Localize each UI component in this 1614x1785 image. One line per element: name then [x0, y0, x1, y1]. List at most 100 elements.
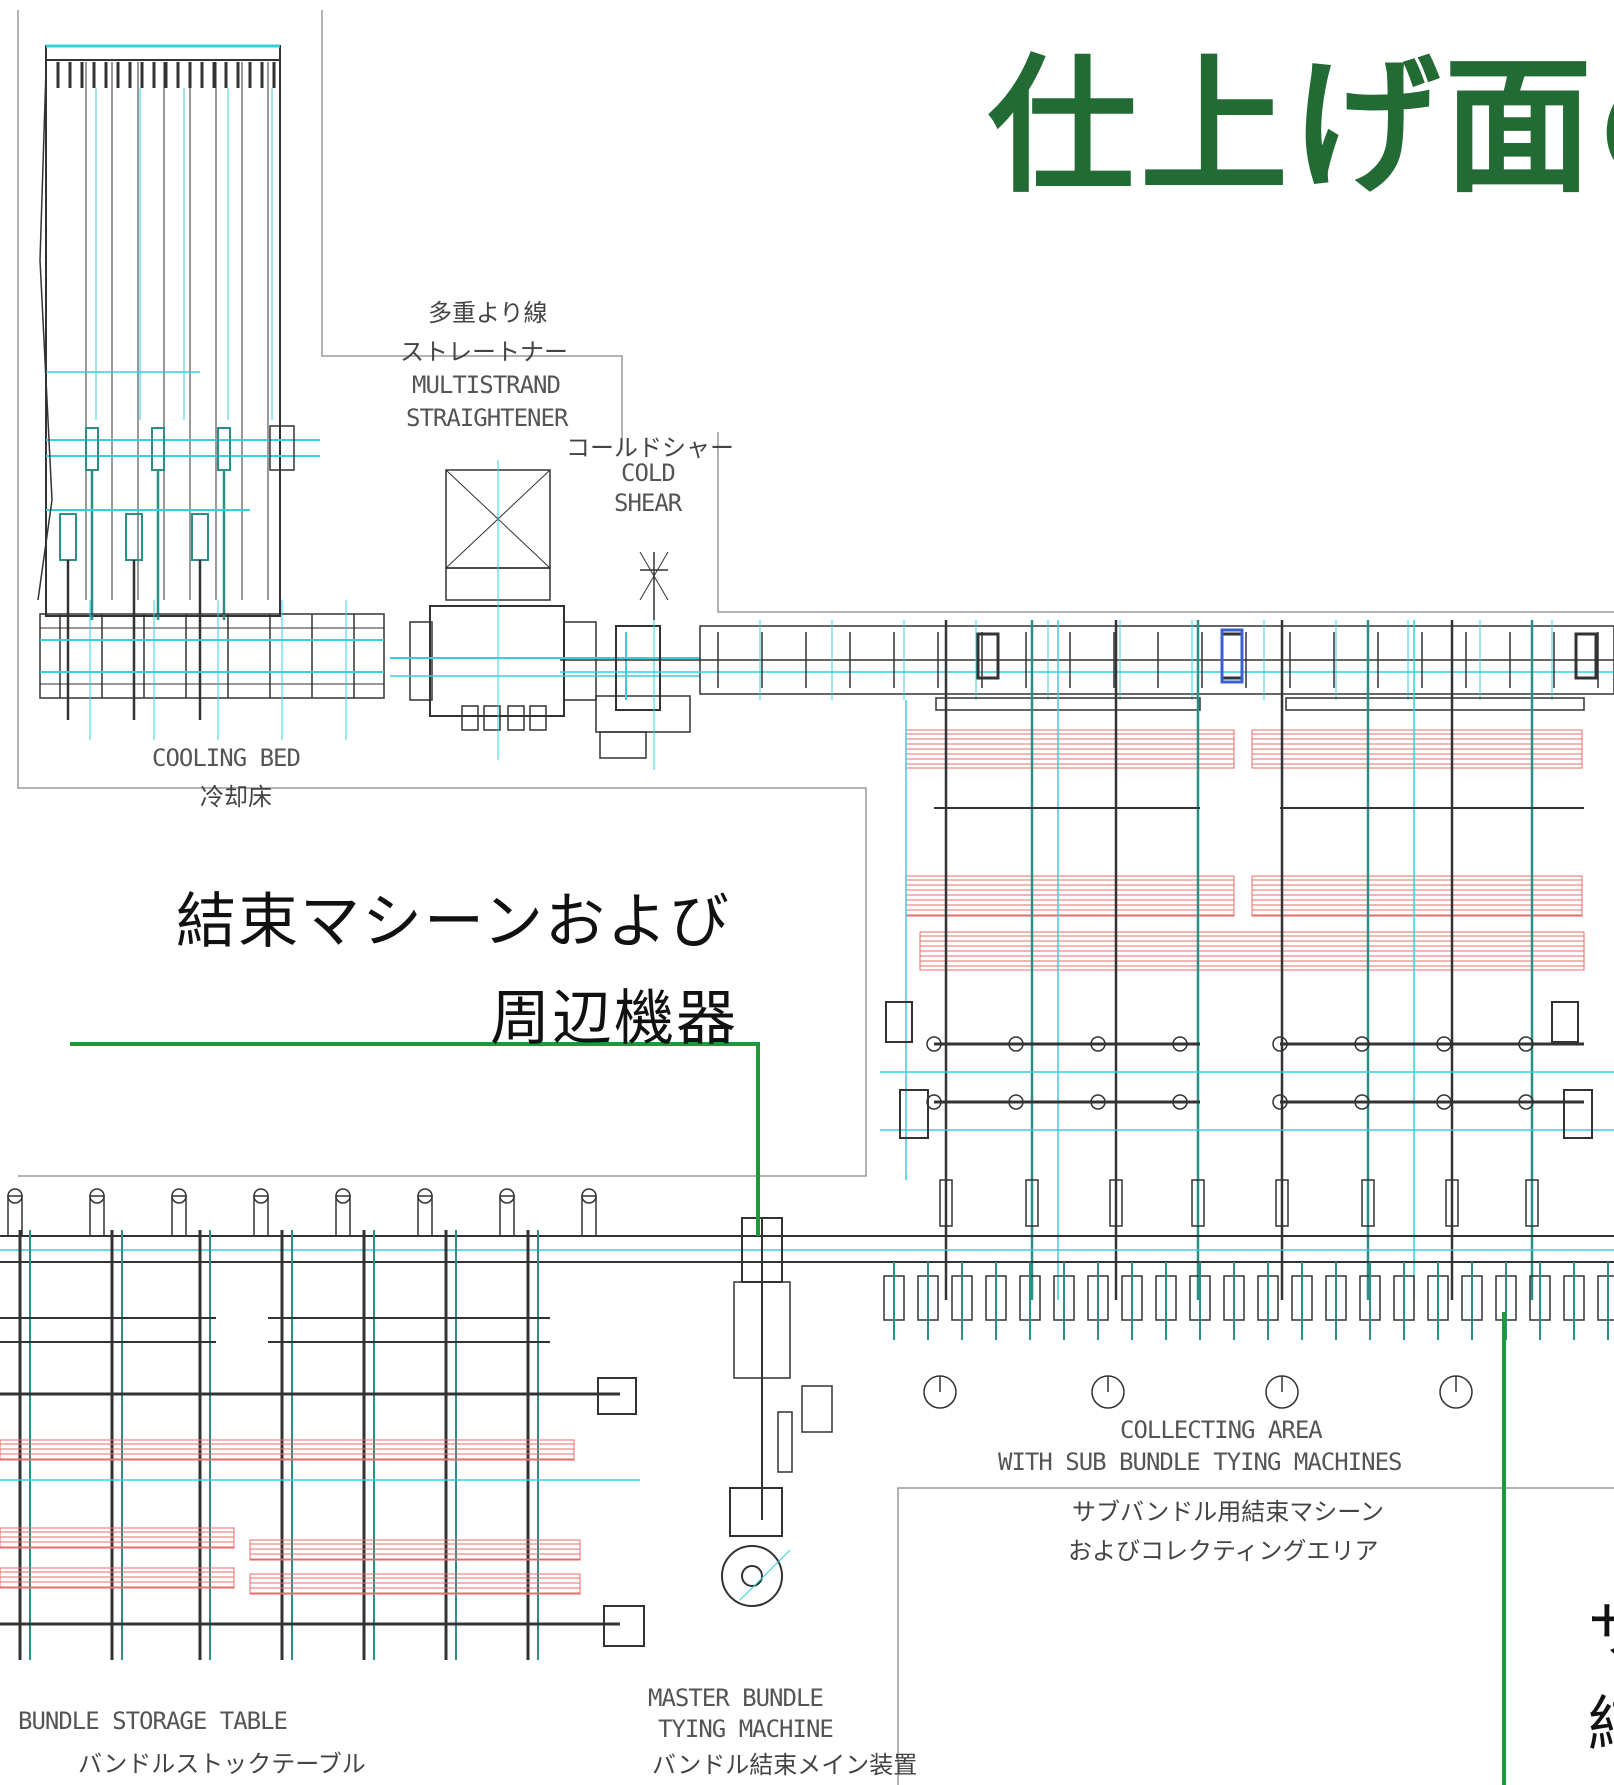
collecting-shaft-hub [1354, 1036, 1370, 1052]
storage-post-cap [7, 1188, 23, 1204]
collecting-shaft-hub [1518, 1036, 1534, 1052]
collecting-shaft-hub [1436, 1094, 1452, 1110]
storage-top-post [499, 1195, 515, 1237]
storage-red-band [0, 1567, 235, 1589]
collecting-shaft-hub [1436, 1036, 1452, 1052]
area-frames [17, 10, 1614, 1785]
roller-table-drawing [560, 620, 1614, 711]
sub-tying-unit [1597, 1275, 1614, 1321]
storage-table-label-en: BUNDLE STORAGE TABLE [18, 1707, 288, 1735]
collecting-arm-cylinder [1191, 1179, 1205, 1227]
master-press [729, 1487, 783, 1537]
cooling-bed-runout [39, 613, 385, 699]
cooling-bed-cylinder [191, 513, 209, 561]
straightener-body [429, 605, 565, 717]
cooling-bed-cylinder [217, 427, 231, 471]
collecting-shaft-hub [1518, 1094, 1534, 1110]
collecting-motor [885, 1001, 913, 1043]
cooling-bed-edge [37, 69, 53, 601]
storage-motor [603, 1605, 645, 1647]
storage-post-cap [417, 1188, 433, 1204]
collecting-area-label-en-2: WITH SUB BUNDLE TYING MACHINES [998, 1448, 1402, 1476]
collecting-frame [897, 1487, 1614, 1785]
collecting-arm-cylinder [1275, 1179, 1289, 1227]
transfer-beam [935, 697, 1201, 711]
collecting-motor [1563, 1089, 1593, 1139]
storage-post-cap [171, 1188, 187, 1204]
storage-post-cap [89, 1188, 105, 1204]
collecting-arm-cylinder [1025, 1179, 1039, 1227]
straightener-label-en-2: STRAIGHTENER [406, 404, 568, 432]
shear-arm [639, 551, 669, 601]
collecting-motor [899, 1089, 929, 1139]
collecting-motor [1551, 1001, 1579, 1043]
cooling-bed-stub [269, 425, 295, 471]
storage-table-label-jp: バンドルストックテーブル [78, 1750, 366, 1778]
cold-shear-drawing [595, 551, 691, 770]
storage-top-post [581, 1195, 597, 1237]
collecting-arm-cylinder [1525, 1179, 1539, 1227]
straightener-side [409, 621, 433, 701]
tying-callout-line [70, 1042, 760, 1236]
cut-off-label-2: 結 [1588, 1676, 1614, 1763]
collecting-area-drawing [640, 620, 1614, 1409]
collecting-shaft-hub [1172, 1094, 1188, 1110]
storage-red-band [0, 1439, 575, 1461]
cooling-bed-cylinder [59, 513, 77, 561]
master-wheel [721, 1545, 783, 1607]
straightener-frame [321, 10, 623, 450]
storage-top-post [417, 1195, 433, 1237]
master-label-box [801, 1385, 833, 1433]
shear-frame [717, 432, 1614, 613]
bundle-storage-table-drawing [0, 1188, 645, 1660]
storage-top-post [253, 1195, 269, 1237]
master-tying-label-en-1: MASTER BUNDLE [648, 1684, 824, 1712]
collecting-shaft-hub [1090, 1094, 1106, 1110]
straightener-foot [507, 705, 525, 731]
shear-foot [599, 731, 647, 759]
roller-stand [976, 632, 1000, 680]
cooling-bed-cylinder [85, 427, 99, 471]
roller-stand-blue [1220, 628, 1244, 684]
storage-post-cap [335, 1188, 351, 1204]
cooling-bed-cylinder [151, 427, 165, 471]
collecting-arm-cylinder [1445, 1179, 1459, 1227]
storage-red-band [0, 1527, 235, 1549]
shear-label-en-1: COLD [621, 459, 676, 487]
collecting-arm-cylinder [1109, 1179, 1123, 1227]
collecting-area-label-jp-1: サブバンドル用結束マシーン [1072, 1498, 1384, 1526]
collecting-shaft-hub [1090, 1036, 1106, 1052]
straightener-foot [461, 705, 479, 731]
shear-label-en-2: SHEAR [614, 489, 682, 517]
storage-top-post [171, 1195, 187, 1237]
callout-lines [70, 1042, 1506, 1785]
collecting-shaft-hub [1354, 1094, 1370, 1110]
storage-post-cap [581, 1188, 597, 1204]
tying-machines-callout-1: 結束マシーンおよび [176, 887, 731, 957]
storage-top-post [89, 1195, 105, 1237]
straightener-label-jp-1: 多重より線 [428, 299, 548, 327]
tying-machines-callout-2: 周辺機器 [490, 984, 738, 1054]
storage-red-band [249, 1573, 581, 1595]
straightener-label-en-1: MULTISTRAND [412, 371, 561, 399]
cooling-bed-body [45, 45, 281, 617]
collecting-arm-cylinder [939, 1179, 953, 1227]
transfer-beam [1285, 697, 1585, 711]
collecting-shaft-hub [1172, 1036, 1188, 1052]
straightener-side [563, 621, 597, 701]
master-cyan [739, 1549, 791, 1601]
page-title: 仕上げ面の [988, 41, 1614, 213]
storage-post-cap [499, 1188, 515, 1204]
cooling-bed-label-jp: 冷却床 [200, 783, 272, 811]
master-tying-label-en-2: TYING MACHINE [658, 1715, 834, 1743]
storage-motor [597, 1377, 637, 1415]
storage-top-post [7, 1195, 23, 1237]
storage-post-cap [253, 1188, 269, 1204]
cut-off-label-1: サ [1588, 1582, 1614, 1669]
cooling-bed-cylinder [125, 513, 143, 561]
cooling-bed-drawing [37, 44, 385, 740]
shear-label-jp: コールドシャー [566, 434, 734, 462]
straightener-foot [529, 705, 547, 731]
